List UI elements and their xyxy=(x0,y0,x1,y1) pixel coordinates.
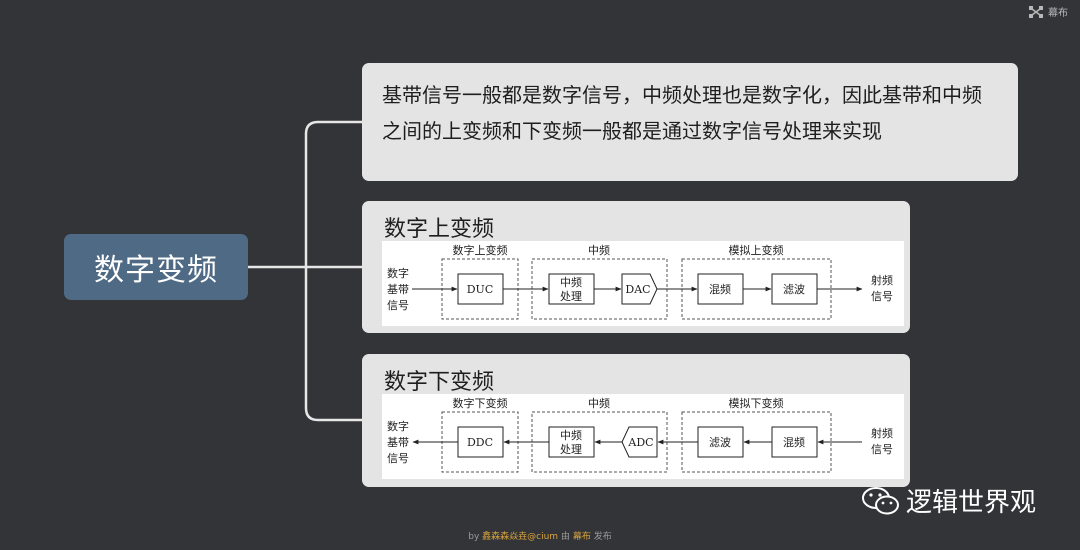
footer-middle: 由 xyxy=(560,532,570,542)
down-group-3-label: 模拟下变频 xyxy=(729,396,784,410)
wechat-icon xyxy=(862,486,899,514)
down-output-line-2: 基带 xyxy=(387,436,409,449)
up-input-line-2: 基带 xyxy=(387,283,409,296)
footer-end: 发布 xyxy=(593,532,612,542)
up-output-line-2: 信号 xyxy=(871,290,893,303)
down-mixer-label: 混频 xyxy=(783,435,805,449)
dac-label: DAC xyxy=(625,283,650,296)
up-filter-block xyxy=(771,273,818,305)
up-input-line-3: 信号 xyxy=(387,299,409,312)
intro-card[interactable]: 基带信号一般都是数字信号，中频处理也是数字化，因此基带和中频之间的上变频和下变频… xyxy=(362,63,1018,181)
down-conversion-diagram: 数字下变频 中频 模拟下变频 数字 基带 信号 DDC 中频 处理 ADC 滤波… xyxy=(382,394,904,479)
up-if-block xyxy=(548,273,595,305)
center-node-label: 数字变频 xyxy=(94,253,218,288)
down-if-label-1: 中频 xyxy=(560,428,582,442)
adc-label: ADC xyxy=(627,436,653,449)
down-output-line-3: 信号 xyxy=(387,452,409,465)
up-if-label-1: 中频 xyxy=(560,275,582,289)
up-mixer-block xyxy=(697,273,744,305)
down-filter-block xyxy=(697,426,744,458)
up-group-2-label: 中频 xyxy=(588,243,610,257)
down-if-label-2: 处理 xyxy=(560,443,582,456)
adc-block xyxy=(621,426,658,458)
ddc-label: DDC xyxy=(467,436,493,449)
up-conversion-diagram: 数字上变频 中频 模拟上变频 数字 基带 信号 DUC 中频 处理 DAC 混频… xyxy=(382,241,904,326)
dac-block xyxy=(621,273,658,305)
down-if-block xyxy=(548,426,595,458)
brand-label: 幕布 xyxy=(1048,8,1068,19)
mubu-logo-icon xyxy=(1029,5,1043,18)
duc-label: DUC xyxy=(467,283,494,296)
down-card-title: 数字下变频 xyxy=(384,370,495,395)
up-mixer-label: 混频 xyxy=(709,282,731,296)
down-mixer-block xyxy=(771,426,818,458)
down-group-2-label: 中频 xyxy=(588,396,610,410)
up-filter-label: 滤波 xyxy=(783,283,805,296)
footer-author[interactable]: 鑫森森焱垚@cium xyxy=(482,532,559,542)
down-group-1-label: 数字下变频 xyxy=(453,396,508,410)
up-conversion-card[interactable]: 数字上变频 数字上变频 中频 模拟上变频 数字 基带 信号 xyxy=(362,201,910,333)
up-group-3-label: 模拟上变频 xyxy=(729,243,784,257)
up-if-label-2: 处理 xyxy=(560,290,582,303)
down-output-line-1: 数字 xyxy=(387,419,409,433)
up-input-line-1: 数字 xyxy=(387,266,409,280)
up-output-line-1: 射频 xyxy=(871,273,893,287)
footer-app[interactable]: 幕布 xyxy=(572,532,591,542)
up-card-title: 数字上变频 xyxy=(384,217,495,242)
down-conversion-card[interactable]: 数字下变频 数字下变频 中频 模拟下变频 数字 基带 信号 xyxy=(362,354,910,487)
up-group-1-label: 数字上变频 xyxy=(453,243,508,257)
brand[interactable]: 幕布 xyxy=(1029,4,1068,19)
down-filter-label: 滤波 xyxy=(709,436,731,449)
down-input-line-1: 射频 xyxy=(871,426,893,440)
footer-by: by xyxy=(468,532,480,542)
center-node[interactable]: 数字变频 xyxy=(64,234,248,300)
intro-text: 基带信号一般都是数字信号，中频处理也是数字化，因此基带和中频之间的上变频和下变频… xyxy=(382,83,982,143)
down-input-line-2: 信号 xyxy=(871,443,893,456)
footer: by 鑫森森焱垚@cium 由 幕布 发布 xyxy=(0,529,1080,542)
watermark-label: 逻辑世界观 xyxy=(906,488,1037,518)
wechat-watermark: 逻辑世界观 xyxy=(862,482,1036,519)
